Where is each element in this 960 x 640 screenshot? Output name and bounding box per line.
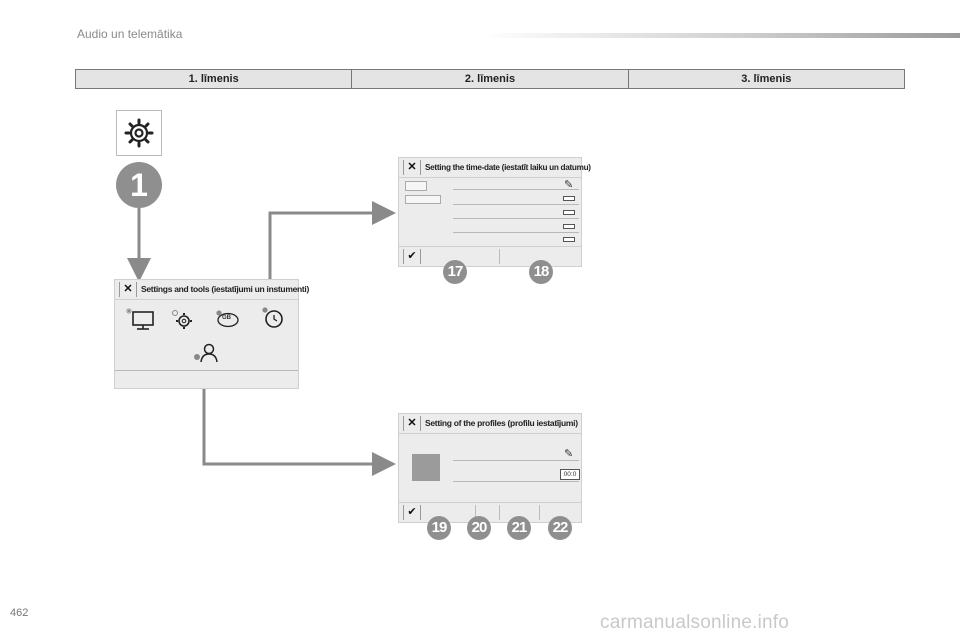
time-date-row-line xyxy=(453,189,579,190)
profile-avatar[interactable] xyxy=(412,454,440,481)
step-badge-21: 21 xyxy=(507,516,531,540)
language-button[interactable]: GB xyxy=(215,310,239,328)
profile-icon[interactable] xyxy=(191,340,219,366)
check-icon[interactable]: ✔ xyxy=(403,249,421,264)
close-icon[interactable]: ✕ xyxy=(403,416,421,431)
time-date-tab-1[interactable] xyxy=(405,181,427,191)
clock-icon[interactable] xyxy=(260,306,286,330)
profiles-screen: ✕ Setting of the profiles (profilu iesta… xyxy=(398,413,582,523)
time-date-row-line xyxy=(453,232,579,233)
step-badge-17: 17 xyxy=(443,260,467,284)
profiles-title: Setting of the profiles (profilu iestatī… xyxy=(425,418,578,428)
display-icon[interactable] xyxy=(125,306,159,332)
arrow-to-profiles xyxy=(202,362,396,476)
time-date-title: Setting the time-date (iestatīt laiku un… xyxy=(425,163,591,172)
step-badge-1: 1 xyxy=(116,162,162,208)
minus-button-icon[interactable] xyxy=(563,237,575,242)
page-header-title: Audio un telemātika xyxy=(77,27,183,41)
edit-pencil-icon[interactable]: ✎ xyxy=(564,179,574,191)
footer-divider xyxy=(499,505,500,520)
close-icon[interactable]: ✕ xyxy=(119,282,137,297)
time-date-row-line xyxy=(453,218,579,219)
close-icon[interactable]: ✕ xyxy=(403,160,421,175)
header-decor-bar xyxy=(480,33,960,38)
level-2-label: 2. līmenis xyxy=(352,70,629,88)
profiles-row-line xyxy=(453,481,579,482)
time-date-titlebar: ✕ Setting the time-date (iestatīt laiku … xyxy=(399,158,591,178)
time-date-screen: ✕ Setting the time-date (iestatīt laiku … xyxy=(398,157,591,267)
settings-divider xyxy=(115,370,298,371)
gear-icon xyxy=(124,118,154,148)
settings-gear-button[interactable] xyxy=(116,110,162,156)
level-1-label: 1. līmenis xyxy=(76,70,353,88)
footer-divider xyxy=(499,249,500,264)
step-badge-22: 22 xyxy=(548,516,572,540)
minus-button-icon[interactable] xyxy=(563,210,575,215)
minus-button-icon[interactable] xyxy=(563,224,575,229)
footer-divider xyxy=(539,505,540,520)
profiles-footer: ✔ xyxy=(399,502,581,522)
step-badge-18: 18 xyxy=(529,260,553,284)
gear-small-icon[interactable] xyxy=(169,307,195,331)
profile-value-field[interactable]: 00:0 xyxy=(560,469,580,480)
step-badge-19: 19 xyxy=(427,516,451,540)
time-date-tab-2[interactable] xyxy=(405,195,441,204)
settings-tools-title: Settings and tools (iestatījumi un instu… xyxy=(141,284,310,294)
step-badge-20: 20 xyxy=(467,516,491,540)
profiles-titlebar: ✕ Setting of the profiles (profilu iesta… xyxy=(399,414,581,434)
edit-pencil-icon[interactable]: ✎ xyxy=(564,448,574,460)
profiles-row-line xyxy=(453,460,579,461)
language-code: GB xyxy=(222,315,231,321)
settings-tools-titlebar: ✕ Settings and tools (iestatījumi un ins… xyxy=(115,280,309,300)
check-icon[interactable]: ✔ xyxy=(403,505,421,520)
speech-bubble-icon xyxy=(216,310,239,328)
minus-button-icon[interactable] xyxy=(563,196,575,201)
footer-divider xyxy=(475,505,476,520)
level-3-label: 3. līmenis xyxy=(741,73,792,85)
time-date-row-line xyxy=(453,204,579,205)
time-date-footer: ✔ xyxy=(399,246,581,266)
settings-tools-screen: ✕ Settings and tools (iestatījumi un ins… xyxy=(114,279,309,389)
page-number: 462 xyxy=(10,607,29,619)
watermark-text: carmanualsonline.info xyxy=(600,612,790,633)
levels-header: 1. līmenis 2. līmenis 3. līmenis xyxy=(75,69,905,89)
